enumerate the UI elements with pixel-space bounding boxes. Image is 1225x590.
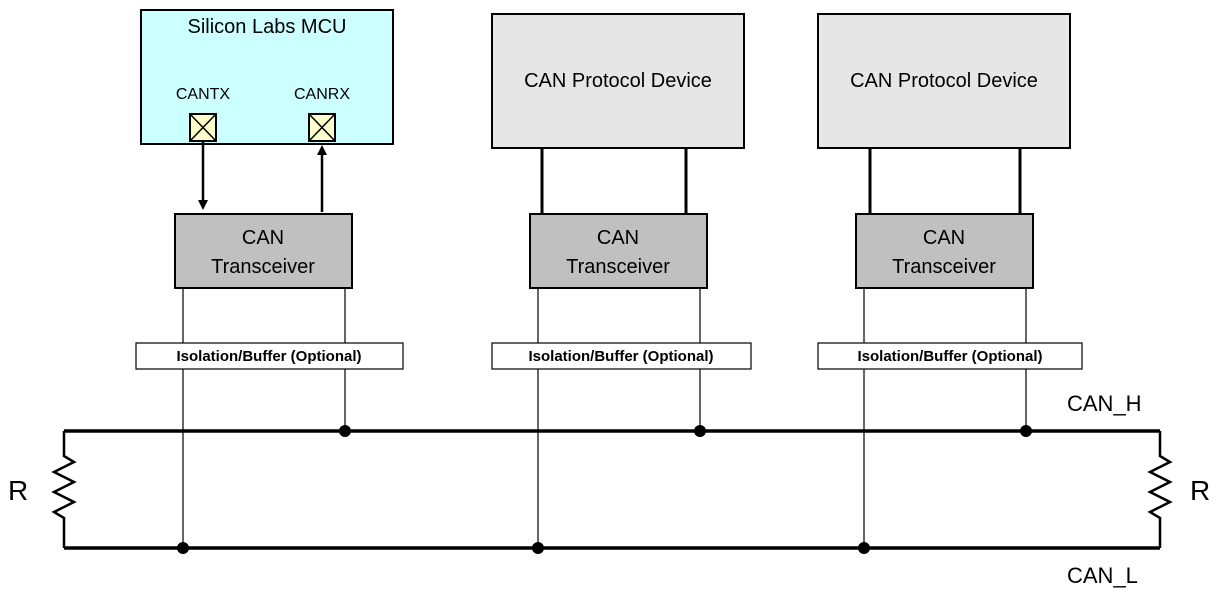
mcu-block: Silicon Labs MCU CANTX CANRX	[140, 9, 394, 145]
protocol-device-2: CAN Protocol Device	[817, 13, 1071, 149]
isolation-box-3: Isolation/Buffer (Optional)	[817, 342, 1083, 370]
cantx-pin-icon	[189, 113, 217, 142]
junction-dot	[177, 542, 189, 554]
left-resistor-icon	[51, 431, 77, 548]
right-resistor-icon	[1147, 431, 1173, 548]
canrx-pin-icon	[308, 113, 336, 142]
junction-dot	[532, 542, 544, 554]
transceiver-2: CAN Transceiver	[529, 213, 708, 289]
transceiver-line2: Transceiver	[892, 256, 996, 278]
junction-dot	[1020, 425, 1032, 437]
can-h-label: CAN_H	[1067, 391, 1142, 416]
mcu-box	[140, 9, 394, 145]
transceiver-line2: Transceiver	[211, 256, 315, 278]
isolation-box-1: Isolation/Buffer (Optional)	[135, 342, 404, 370]
cantx-label: CANTX	[176, 86, 231, 103]
protocol-device-1: CAN Protocol Device	[491, 13, 745, 149]
isolation-box-2: Isolation/Buffer (Optional)	[491, 342, 752, 370]
right-resistor-label: R	[1190, 475, 1210, 506]
canrx-label: CANRX	[294, 86, 350, 103]
transceiver-box	[174, 213, 353, 289]
transceiver-box	[529, 213, 708, 289]
transceiver-box	[855, 213, 1034, 289]
transceiver-3: CAN Transceiver	[855, 213, 1034, 289]
left-resistor-label: R	[8, 475, 28, 506]
junction-dot	[858, 542, 870, 554]
protocol-device-box	[817, 13, 1071, 149]
isolation-label: Isolation/Buffer (Optional)	[177, 348, 362, 365]
junction-dots	[177, 425, 1032, 554]
mcu-title: Silicon Labs MCU	[188, 16, 347, 38]
isolation-label: Isolation/Buffer (Optional)	[529, 348, 714, 365]
transceiver-line1: CAN	[923, 227, 965, 249]
transceiver-1: CAN Transceiver	[174, 213, 353, 289]
transceiver-line1: CAN	[242, 227, 284, 249]
transceiver-line1: CAN	[597, 227, 639, 249]
isolation-label: Isolation/Buffer (Optional)	[858, 348, 1043, 365]
protocol-device-box	[491, 13, 745, 149]
junction-dot	[694, 425, 706, 437]
drop-wires	[182, 288, 1027, 548]
can-l-label: CAN_L	[1067, 563, 1138, 588]
transceiver-line2: Transceiver	[566, 256, 670, 278]
junction-dot	[339, 425, 351, 437]
protocol-device-title: CAN Protocol Device	[850, 70, 1038, 92]
protocol-device-title: CAN Protocol Device	[524, 70, 712, 92]
